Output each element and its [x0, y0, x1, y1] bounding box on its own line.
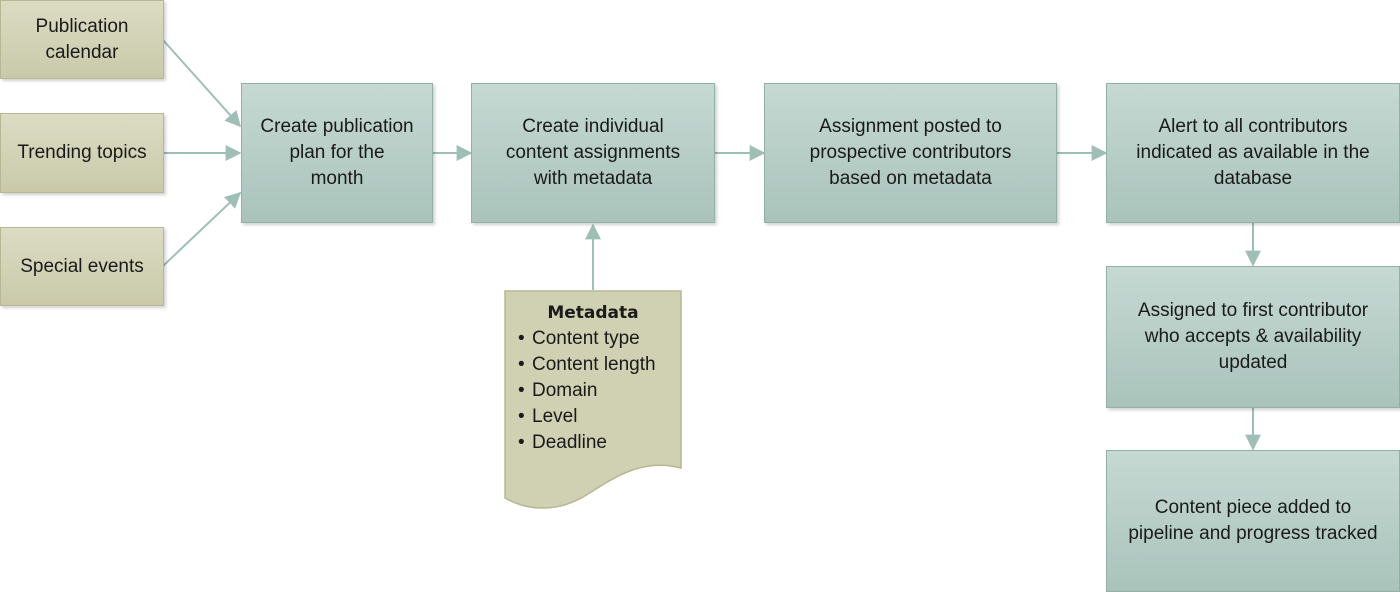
- input-trending-topics: Trending topics: [0, 113, 164, 193]
- metadata-list: Content type Content length Domain Level…: [506, 326, 680, 456]
- metadata-item: Deadline: [518, 430, 680, 456]
- arrow-calendar-to-plan: [162, 39, 242, 128]
- step-create-publication-plan: Create publication plan for the month: [241, 83, 433, 223]
- input-special-events: Special events: [0, 227, 164, 306]
- metadata-document: Metadata Content type Content length Dom…: [506, 300, 680, 456]
- step-create-content-assignments: Create individual content assignments wi…: [471, 83, 715, 223]
- metadata-item: Level: [518, 404, 680, 430]
- metadata-item: Domain: [518, 378, 680, 404]
- input-publication-calendar: Publication calendar: [0, 0, 164, 79]
- step-content-piece-added: Content piece added to pipeline and prog…: [1106, 450, 1400, 592]
- metadata-title: Metadata: [547, 303, 639, 323]
- metadata-item: Content length: [518, 352, 680, 378]
- arrow-events-to-plan: [162, 191, 242, 267]
- metadata-item: Content type: [518, 326, 680, 352]
- step-assigned-first-contributor: Assigned to first contributor who accept…: [1106, 266, 1400, 408]
- step-assignment-posted: Assignment posted to prospective contrib…: [764, 83, 1057, 223]
- step-alert-contributors: Alert to all contributors indicated as a…: [1106, 83, 1400, 223]
